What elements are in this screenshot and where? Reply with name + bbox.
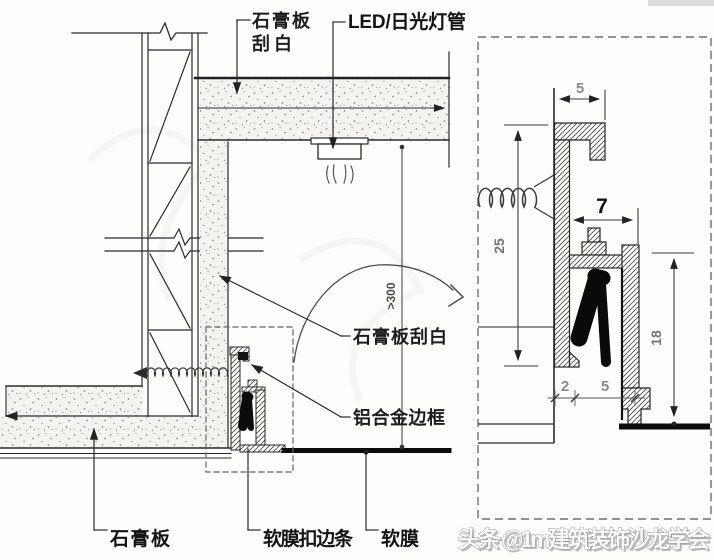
channel-tab (587, 227, 601, 244)
aluminum-profile-detail (553, 122, 651, 425)
label-led-tube: LED/日光灯管 (348, 10, 466, 33)
channel-right-wall (621, 244, 640, 389)
watermark: 头条 @1m建筑装饰沙龙学会 头条 @1m建筑装饰沙龙学会 (458, 526, 712, 554)
main-section-view: >300 石膏板 刮白 LED/日光灯管 石膏板 (0, 10, 466, 550)
dim-cavity-height: >300 (384, 144, 405, 450)
light-rays (326, 164, 354, 184)
detail-reference-box (205, 326, 294, 473)
dim-bottom-channel: 5 (601, 378, 609, 395)
clip-hook-shadow (238, 352, 248, 360)
channel-top-band (568, 254, 625, 269)
scan-watermark-ghosts (87, 126, 425, 402)
detail-screw (477, 174, 555, 220)
soft-film-leader-dot (363, 449, 369, 455)
profile-bottom-lip (568, 350, 580, 368)
dim-bottom-plate: 2 (561, 378, 569, 395)
dim-top-width: 5 (576, 80, 584, 97)
dim-profile-depth: 7 (596, 195, 608, 218)
label-gypsum-skim-mid: 石膏板刮白 (352, 326, 447, 347)
dim-cavity-height-text: >300 (384, 282, 398, 309)
label-soft-film: 软膜 (381, 527, 419, 550)
dim-back-height: 25 (491, 238, 507, 254)
channel-tab-arms (581, 241, 607, 256)
left-soffit (0, 385, 232, 459)
detail-border-dashed (477, 36, 712, 520)
fixing-screw (133, 367, 229, 379)
detail-wall-lines (478, 88, 555, 444)
led-fixture (310, 137, 369, 184)
watermark-shadow-text: 头条 @1m建筑装饰沙龙学会 (460, 528, 712, 554)
scan-edge-artifact (648, 0, 714, 6)
callout-arrowhead (447, 283, 465, 308)
break-line-top (71, 21, 208, 42)
aluminum-profile-main (229, 346, 286, 453)
label-gypsum-skim-top-1: 石膏板 (251, 10, 311, 31)
soft-film-clip-main (238, 391, 254, 431)
break-line-mid-upper (104, 227, 264, 247)
ceiling-slab (193, 51, 451, 168)
label-aluminum-frame: 铝合金边框 (353, 407, 445, 428)
detail-dimensions: 5 25 7 18 2 5 (491, 80, 694, 427)
dim-face-height: 18 (648, 330, 664, 346)
enlarged-detail-view: 5 25 7 18 2 5 (477, 36, 712, 520)
channel-bottom-step (621, 387, 651, 425)
soft-film-clip-detail (570, 268, 611, 367)
label-gypsum-board: 石膏板 (109, 527, 171, 550)
watermark-text: 头条 @1m建筑装饰沙龙学会 (458, 526, 710, 552)
leaders (89, 19, 379, 531)
detail-callout-curve (293, 264, 465, 363)
wall-gypsum-layer (200, 141, 229, 449)
label-film-clip-strip: 软膜扣边条 (263, 527, 354, 550)
profile-back-plate (553, 139, 571, 368)
label-gypsum-skim-top-2: 刮白 (252, 33, 292, 54)
break-line-mid-lower (104, 240, 264, 260)
